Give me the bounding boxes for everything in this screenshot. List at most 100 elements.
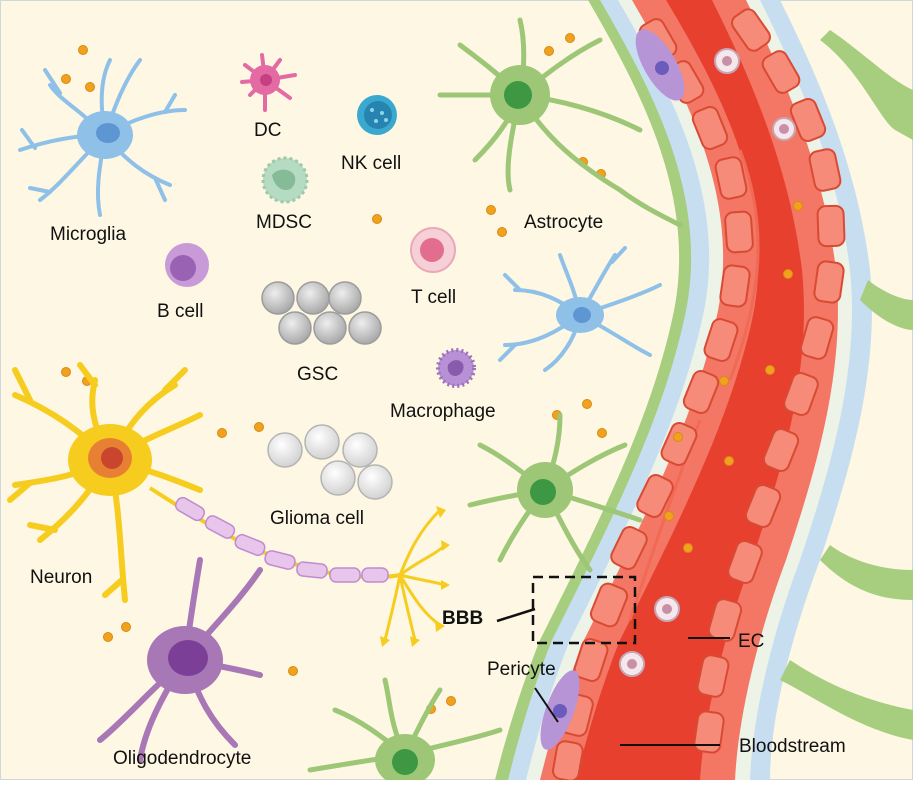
particle (673, 432, 683, 442)
particle (497, 227, 507, 237)
particle (597, 428, 607, 438)
particle (372, 214, 382, 224)
particle (565, 33, 575, 43)
particle (724, 456, 734, 466)
myelin-sheath (174, 496, 206, 522)
label-macrophage: Macrophage (390, 401, 496, 422)
endothelial-cell (707, 598, 743, 642)
particle (446, 696, 456, 706)
astrocyte-endfeet-right (820, 545, 913, 600)
white-blood-cell-nucleus (779, 124, 789, 134)
astrocyte-bottom-nucleus (392, 749, 418, 775)
nk-granule (370, 108, 374, 112)
particle (664, 511, 674, 521)
particle (61, 367, 71, 377)
label-oligodendrocyte: Oligodendrocyte (113, 748, 252, 769)
glioma-cell (357, 464, 393, 500)
astrocyte-endfeet-left (495, 0, 705, 780)
white-blood-cell-nucleus (627, 659, 637, 669)
microglia-nucleus (96, 123, 120, 143)
particle (288, 666, 298, 676)
endothelial-cell (693, 710, 725, 754)
neuron-axon (148, 486, 401, 583)
particle (719, 376, 729, 386)
gsc-cell (296, 281, 330, 315)
myelin-sheath (361, 567, 389, 583)
nk-granule (384, 118, 388, 122)
particle (783, 269, 793, 279)
endothelial-cell (789, 98, 827, 142)
label-bbb: BBB (442, 608, 484, 629)
glioma-cell (304, 424, 340, 460)
gsc-cell (348, 311, 382, 345)
label-microglia: Microglia (50, 224, 127, 245)
myelin-sheath (264, 550, 296, 570)
endothelial-cell (610, 526, 648, 570)
t-cell-nucleus (420, 238, 444, 262)
endothelial-cell (799, 316, 835, 360)
myelin-sheath (234, 533, 266, 557)
gsc-cell (313, 311, 347, 345)
particle (217, 428, 227, 438)
glioma-cluster (267, 424, 393, 500)
gsc-cell (278, 311, 312, 345)
particle (486, 205, 496, 215)
white-blood-cell-nucleus (722, 56, 732, 66)
endothelial-cell (783, 372, 819, 416)
endothelial-cells (551, 8, 846, 782)
endothelial-cell (719, 264, 751, 308)
label-t-cell: T cell (411, 287, 457, 308)
particle (103, 632, 113, 642)
label-bloodstream: Bloodstream (739, 736, 846, 757)
particle (582, 399, 592, 409)
b-cell-nucleus (170, 255, 196, 281)
pericyte-nucleus (553, 704, 567, 718)
endothelial-cell (714, 156, 748, 200)
microglia-2-nucleus (573, 307, 591, 323)
pericyte-top-nucleus (655, 61, 669, 75)
pericyte-pointer-line (534, 687, 559, 723)
endothelial-cell (589, 582, 629, 628)
gsc-cell (261, 281, 295, 315)
particle (121, 622, 131, 632)
label-gsc: GSC (297, 364, 339, 385)
myelin-sheath (204, 515, 236, 539)
nk-granule (380, 111, 384, 115)
dc-nucleus (260, 74, 272, 86)
endothelial-cell (813, 260, 845, 304)
endothelial-cell (761, 50, 801, 94)
astrocyte-top-nucleus (504, 81, 532, 109)
mdsc-nucleus (272, 169, 296, 191)
blood-cells (619, 48, 796, 677)
myelin-sheath (329, 567, 361, 583)
gsc-cell (328, 281, 362, 315)
endothelial-cell (636, 474, 674, 518)
white-blood-cell-nucleus (662, 604, 672, 614)
label-pericyte: Pericyte (487, 659, 556, 680)
neuron-nucleolus (101, 447, 123, 469)
vessel-lumen (576, 0, 804, 780)
endothelial-cell (682, 370, 720, 414)
gsc-cluster (261, 281, 382, 345)
endothelial-cell (727, 540, 763, 584)
astrocyte-middle-nucleus (530, 479, 556, 505)
particle (85, 82, 95, 92)
label-mdsc: MDSC (256, 212, 312, 233)
endothelial-cell (731, 8, 771, 52)
label-b-cell: B cell (157, 301, 204, 322)
endothelial-cell (703, 318, 739, 362)
nk-cell-inner (364, 101, 392, 129)
macrophage-nucleus (447, 360, 464, 376)
particle (544, 46, 554, 56)
endothelial-cell (744, 484, 782, 528)
label-glioma-cell: Glioma cell (270, 508, 364, 529)
particle (78, 45, 88, 55)
synaptic-boutons (380, 506, 450, 647)
nk-granule (374, 119, 378, 123)
endothelial-cell (660, 422, 698, 466)
endothelial-cell (696, 654, 730, 698)
particle (765, 365, 775, 375)
bbb-highlight-box (531, 575, 637, 645)
